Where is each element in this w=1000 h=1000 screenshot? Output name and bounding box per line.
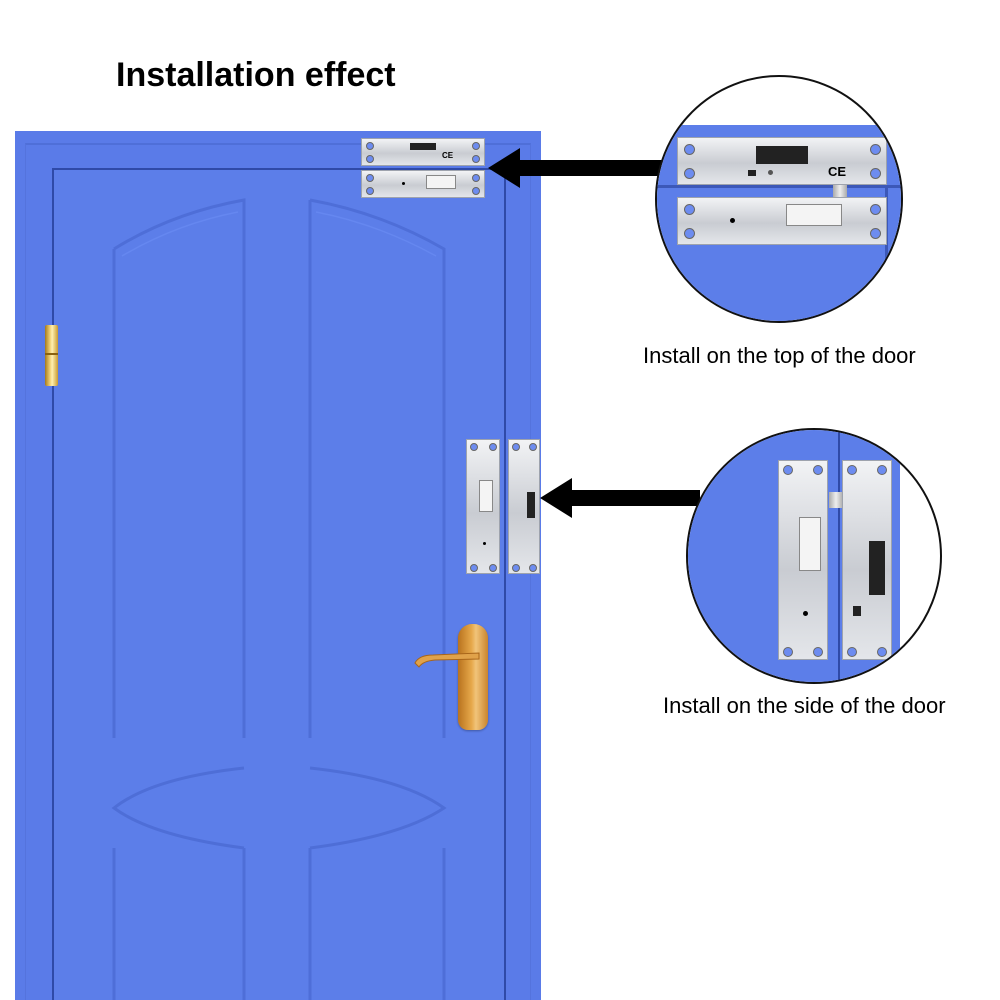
top-lock-lower — [361, 170, 485, 198]
top-lock-upper-zoom: CE — [677, 137, 887, 185]
door-panels — [111, 198, 447, 1000]
page-title: Installation effect — [116, 56, 396, 94]
arrow-left-icon — [488, 148, 663, 188]
door-handle-plate — [458, 624, 488, 730]
side-lock-left — [466, 439, 500, 574]
top-lock-lower-zoom — [677, 197, 887, 245]
zoom-circle-top: CE — [655, 75, 903, 323]
side-lock-right — [508, 439, 540, 574]
caption-top-install: Install on the top of the door — [643, 343, 916, 368]
side-lock-right-zoom — [842, 460, 892, 660]
door-hinge — [45, 325, 58, 386]
caption-side-install: Install on the side of the door — [663, 693, 946, 718]
arrow-left-icon — [540, 478, 700, 518]
top-lock-upper: CE — [361, 138, 485, 166]
door — [52, 168, 506, 1000]
ce-mark-zoom: CE — [828, 164, 847, 179]
door-handle-lever — [414, 652, 480, 668]
ce-mark: CE — [442, 151, 454, 160]
zoom-circle-side — [686, 428, 942, 684]
side-lock-left-zoom — [778, 460, 828, 660]
